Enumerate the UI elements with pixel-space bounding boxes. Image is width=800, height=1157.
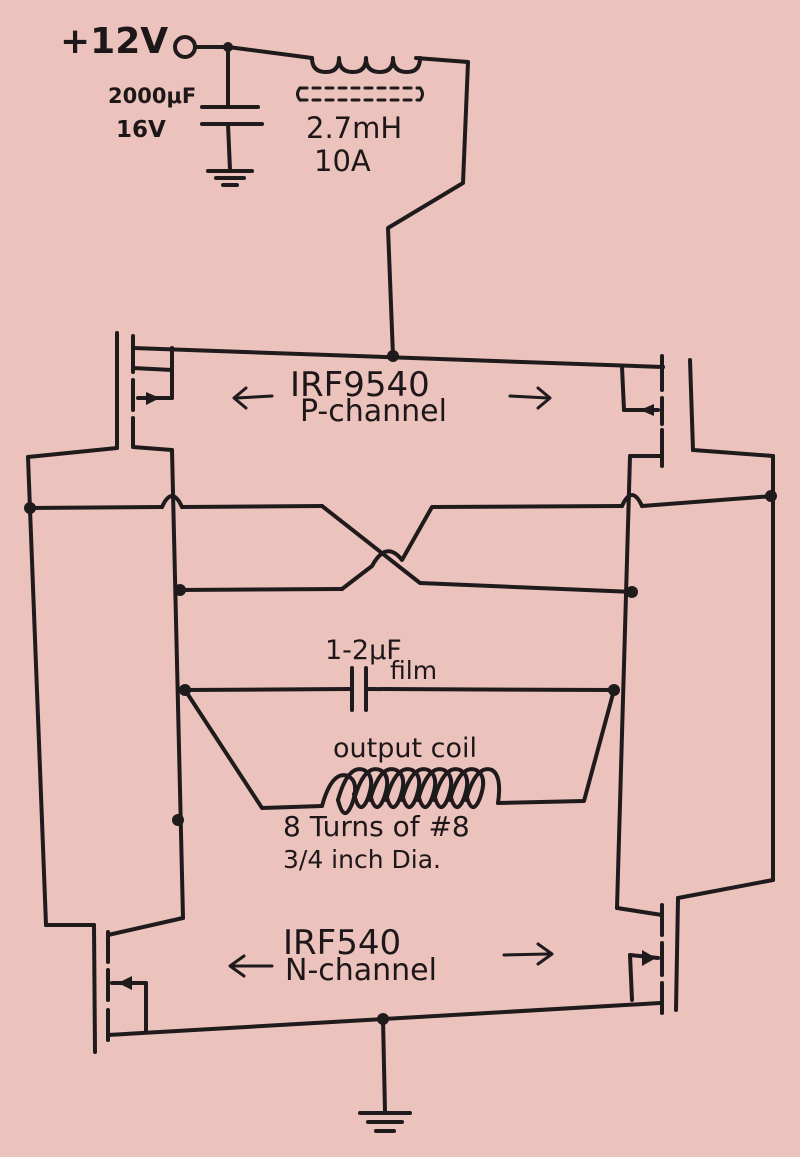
cross-coupling-wiring	[24, 448, 777, 937]
capacitor-ground-symbol	[206, 169, 254, 187]
tank-capacitor-value-label: 1-2μF	[325, 635, 402, 666]
n-channel-type-label: N-channel	[285, 953, 437, 988]
p-channel-left-arrow	[232, 386, 274, 410]
p-channel-part-label: IRF9540	[290, 365, 430, 405]
left-p-mosfet-symbol	[26, 331, 174, 459]
output-coil-turns-label: 8 Turns of #8	[283, 810, 470, 843]
choke-inductance-label: 2.7mH	[306, 111, 403, 145]
right-n-mosfet-symbol	[628, 896, 680, 1015]
p-channel-type-label: P-channel	[300, 394, 447, 429]
input-capacitor-value-label: 2000μF	[108, 84, 197, 108]
output-coil-title-label: output coil	[333, 733, 478, 764]
ground-rail	[106, 1001, 662, 1133]
n-channel-left-arrow	[228, 954, 274, 978]
supply-voltage-label: +12V	[60, 21, 169, 62]
tank-capacitor-symbol	[179, 666, 620, 712]
choke-inductor	[296, 56, 470, 358]
tank-capacitor-type-label: film	[390, 656, 438, 685]
choke-current-label: 10A	[314, 144, 371, 178]
n-channel-right-arrow	[502, 942, 554, 966]
n-channel-part-label: IRF540	[283, 923, 402, 963]
input-capacitor	[200, 45, 264, 172]
input-capacitor-rating-label: 16V	[116, 117, 166, 143]
right-p-mosfet-symbol	[620, 354, 775, 468]
supply-rail	[226, 45, 314, 60]
output-coil-diameter-label: 3/4 inch Dia.	[283, 845, 441, 874]
p-channel-right-arrow	[508, 386, 552, 410]
p-channel-source-rail	[131, 346, 665, 369]
supply-terminal	[173, 35, 233, 59]
output-coil-symbol	[183, 688, 616, 815]
